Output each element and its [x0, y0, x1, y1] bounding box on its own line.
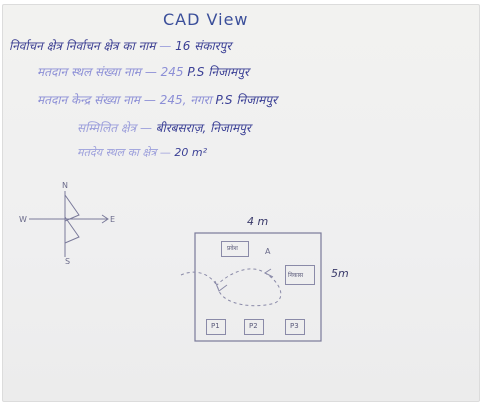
- direction-marker: A: [265, 247, 271, 256]
- exit-label: निकास: [288, 272, 304, 279]
- compass-south-label: S: [65, 257, 71, 266]
- polling-centre-value: P.S निजामपुर: [215, 93, 278, 107]
- booth-label: P3: [290, 322, 299, 330]
- polling-booth: P2: [244, 319, 264, 335]
- constituency-label: निर्वाचन क्षेत्र निर्वाचन क्षेत्र का नाम: [9, 39, 156, 53]
- included-area-label: सम्मिलित क्षेत्र: [77, 121, 137, 135]
- polling-area-label: मतदेय स्थल का क्षेत्र: [77, 146, 157, 159]
- room-outline: [194, 232, 322, 342]
- polling-station-label: मतदान स्थल संख्या नाम: [37, 65, 141, 79]
- flow-arrow-icon: [214, 280, 228, 292]
- polling-area-value: 20 m²: [174, 146, 207, 159]
- polling-station-number: 245: [160, 65, 184, 79]
- polling-centre-line: मतदान केन्द्र संख्या नाम — 245, नगरा P.S…: [37, 93, 278, 107]
- compass-north-label: N: [62, 181, 68, 190]
- polling-centre-label: मतदान केन्द्र संख्या नाम: [37, 93, 141, 107]
- voter-flow-path: [180, 268, 282, 307]
- polling-booth: P1: [206, 319, 226, 335]
- exit-box: निकास: [285, 265, 315, 285]
- compass-east-label: E: [110, 215, 116, 224]
- constituency-value: 16 संकारपुर: [175, 39, 232, 53]
- page-title: CAD View: [163, 10, 249, 29]
- compass-west-label: W: [19, 215, 27, 224]
- polling-station-value: P.S निजामपुर: [187, 65, 249, 79]
- polling-area-line: मतदेय स्थल का क्षेत्र — 20 m²: [77, 146, 207, 159]
- room-height-label: 5m: [331, 267, 349, 280]
- entry-box: प्रवेश: [221, 241, 249, 257]
- sketch-layer: [29, 191, 322, 342]
- entry-label: प्रवेश: [227, 245, 238, 252]
- compass-rose-icon: [29, 191, 109, 257]
- polling-centre-number: 245, नगरा: [159, 93, 212, 107]
- booth-label: P1: [211, 322, 220, 330]
- paper-sheet: CAD View निर्वाचन क्षेत्र निर्वाचन क्षेत…: [2, 4, 480, 402]
- included-area-line: सम्मिलित क्षेत्र — बीरबसराज़, निजामपुर: [77, 121, 251, 135]
- room-width-label: 4 m: [247, 215, 269, 228]
- booth-label: P2: [249, 322, 258, 330]
- constituency-line: निर्वाचन क्षेत्र निर्वाचन क्षेत्र का नाम…: [9, 39, 232, 53]
- included-area-value: बीरबसराज़, निजामपुर: [155, 121, 251, 135]
- flow-arrow-icon: [264, 268, 274, 278]
- polling-station-line: मतदान स्थल संख्या नाम — 245 P.S निजामपुर: [37, 65, 249, 79]
- polling-booth: P3: [285, 319, 305, 335]
